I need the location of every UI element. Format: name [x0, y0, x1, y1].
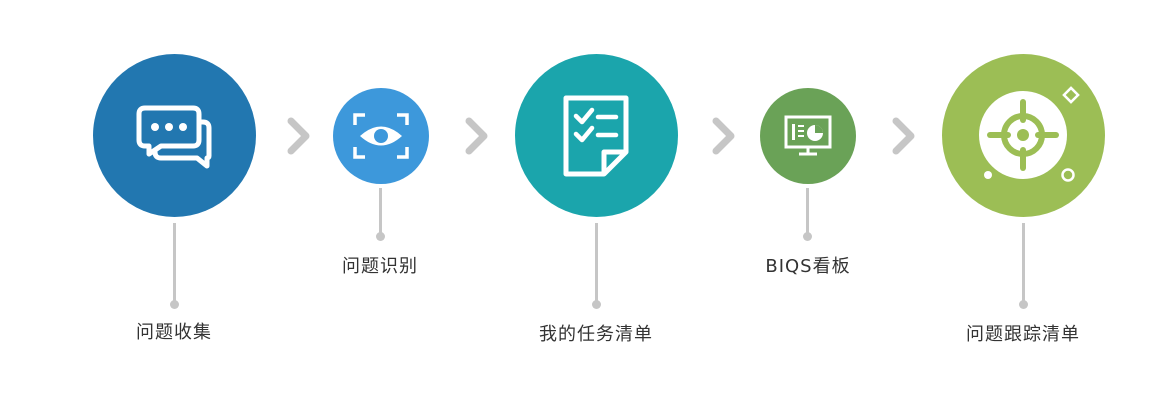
step-2-circle [333, 88, 429, 184]
step-2-stem [379, 188, 382, 236]
step-3-dot [592, 300, 601, 309]
step-3-stem [595, 223, 598, 303]
chat-bubbles-icon [136, 105, 211, 168]
eye-scan-icon [353, 113, 409, 159]
step-3-circle [515, 54, 678, 217]
step-4-label: BIQS看板 [765, 256, 851, 277]
step-5-dot [1019, 300, 1028, 309]
step-1-dot [170, 300, 179, 309]
step-5-circle [942, 54, 1105, 217]
step-3-label: 我的任务清单 [539, 324, 653, 345]
step-5-stem [1022, 223, 1025, 303]
checklist-icon [563, 95, 628, 176]
step-2-dot [376, 232, 385, 241]
chevron-right-icon [712, 117, 735, 155]
target-crosshair-icon [979, 86, 1080, 182]
step-1-stem [173, 223, 176, 303]
step-2-label: 问题识别 [342, 256, 418, 277]
step-4-stem [806, 188, 809, 236]
step-1-circle [93, 54, 256, 217]
step-4-circle [760, 88, 856, 184]
step-5-label: 问题跟踪清单 [966, 324, 1080, 345]
step-1-label: 问题收集 [136, 322, 212, 343]
chevron-right-icon [465, 117, 488, 155]
chevron-right-icon [892, 117, 915, 155]
chevron-right-icon [287, 117, 310, 155]
dashboard-screen-icon [784, 115, 832, 156]
step-4-dot [803, 232, 812, 241]
